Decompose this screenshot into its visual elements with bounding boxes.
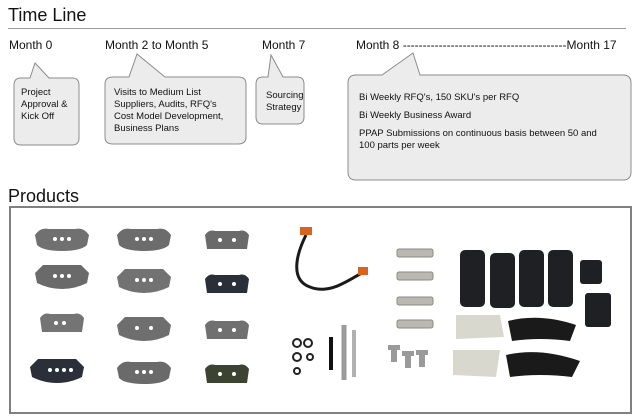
callout-bubble-3 [255, 53, 305, 125]
callout-bubbles [13, 52, 632, 181]
shim-clips [396, 248, 434, 329]
timeline-title: Time Line [8, 5, 87, 25]
hardware-kit [292, 325, 356, 380]
callout-bubble-2 [104, 53, 247, 145]
brake-pad-9 [205, 230, 249, 249]
brake-pad-12 [205, 364, 249, 383]
products-image [9, 206, 632, 414]
callout-line: Suppliers, Audits, RFQ's [114, 99, 217, 110]
callout-line: 100 parts per week [359, 140, 440, 151]
month-label-2-5: Month 2 to Month 5 [105, 38, 209, 52]
callout-line: Project [21, 87, 51, 98]
timeline-divider [8, 28, 626, 29]
callout-line: Business Plans [114, 123, 179, 134]
callout-bubble-4 [347, 52, 632, 181]
callout-line: Strategy [266, 102, 302, 113]
month-label-8-17: Month 8 --------------------------------… [356, 38, 617, 52]
callout-line: Bi Weekly Business Award [359, 110, 472, 121]
callout-text-4: Bi Weekly RFQ's, 150 SKU's per RFQ Bi We… [359, 92, 629, 152]
month-label-0: Month 0 [9, 38, 53, 52]
brake-pad-7 [117, 317, 171, 341]
products-title: Products [8, 186, 80, 206]
brake-pad-11 [205, 320, 249, 339]
callout-text-1: Project Approval & Kick Off [21, 87, 77, 123]
wear-sensor-wire [295, 227, 368, 291]
callout-text-2: Visits to Medium List Suppliers, Audits,… [114, 87, 244, 135]
callout-text-3: Sourcing Strategy [266, 90, 304, 114]
month-label-7: Month 7 [262, 38, 306, 52]
products-frame [9, 206, 632, 414]
dark-brake-pads [460, 250, 611, 327]
callout-line: Sourcing [266, 90, 304, 101]
backed-brake-pads [453, 315, 580, 377]
callout-bubble-1 [13, 62, 80, 146]
hardware-bolts [388, 345, 428, 368]
callout-line: Visits to Medium List [114, 87, 201, 98]
callout-line: Kick Off [21, 111, 55, 122]
brake-pad-3 [40, 313, 84, 332]
callout-line: Cost Model Development, [114, 111, 224, 122]
callout-line: Approval & [21, 99, 68, 110]
brake-pad-10 [205, 274, 249, 293]
callout-line: PPAP Submissions on continuous basis bet… [359, 128, 597, 139]
callout-line: Bi Weekly RFQ's, 150 SKU's per RFQ [359, 92, 520, 103]
